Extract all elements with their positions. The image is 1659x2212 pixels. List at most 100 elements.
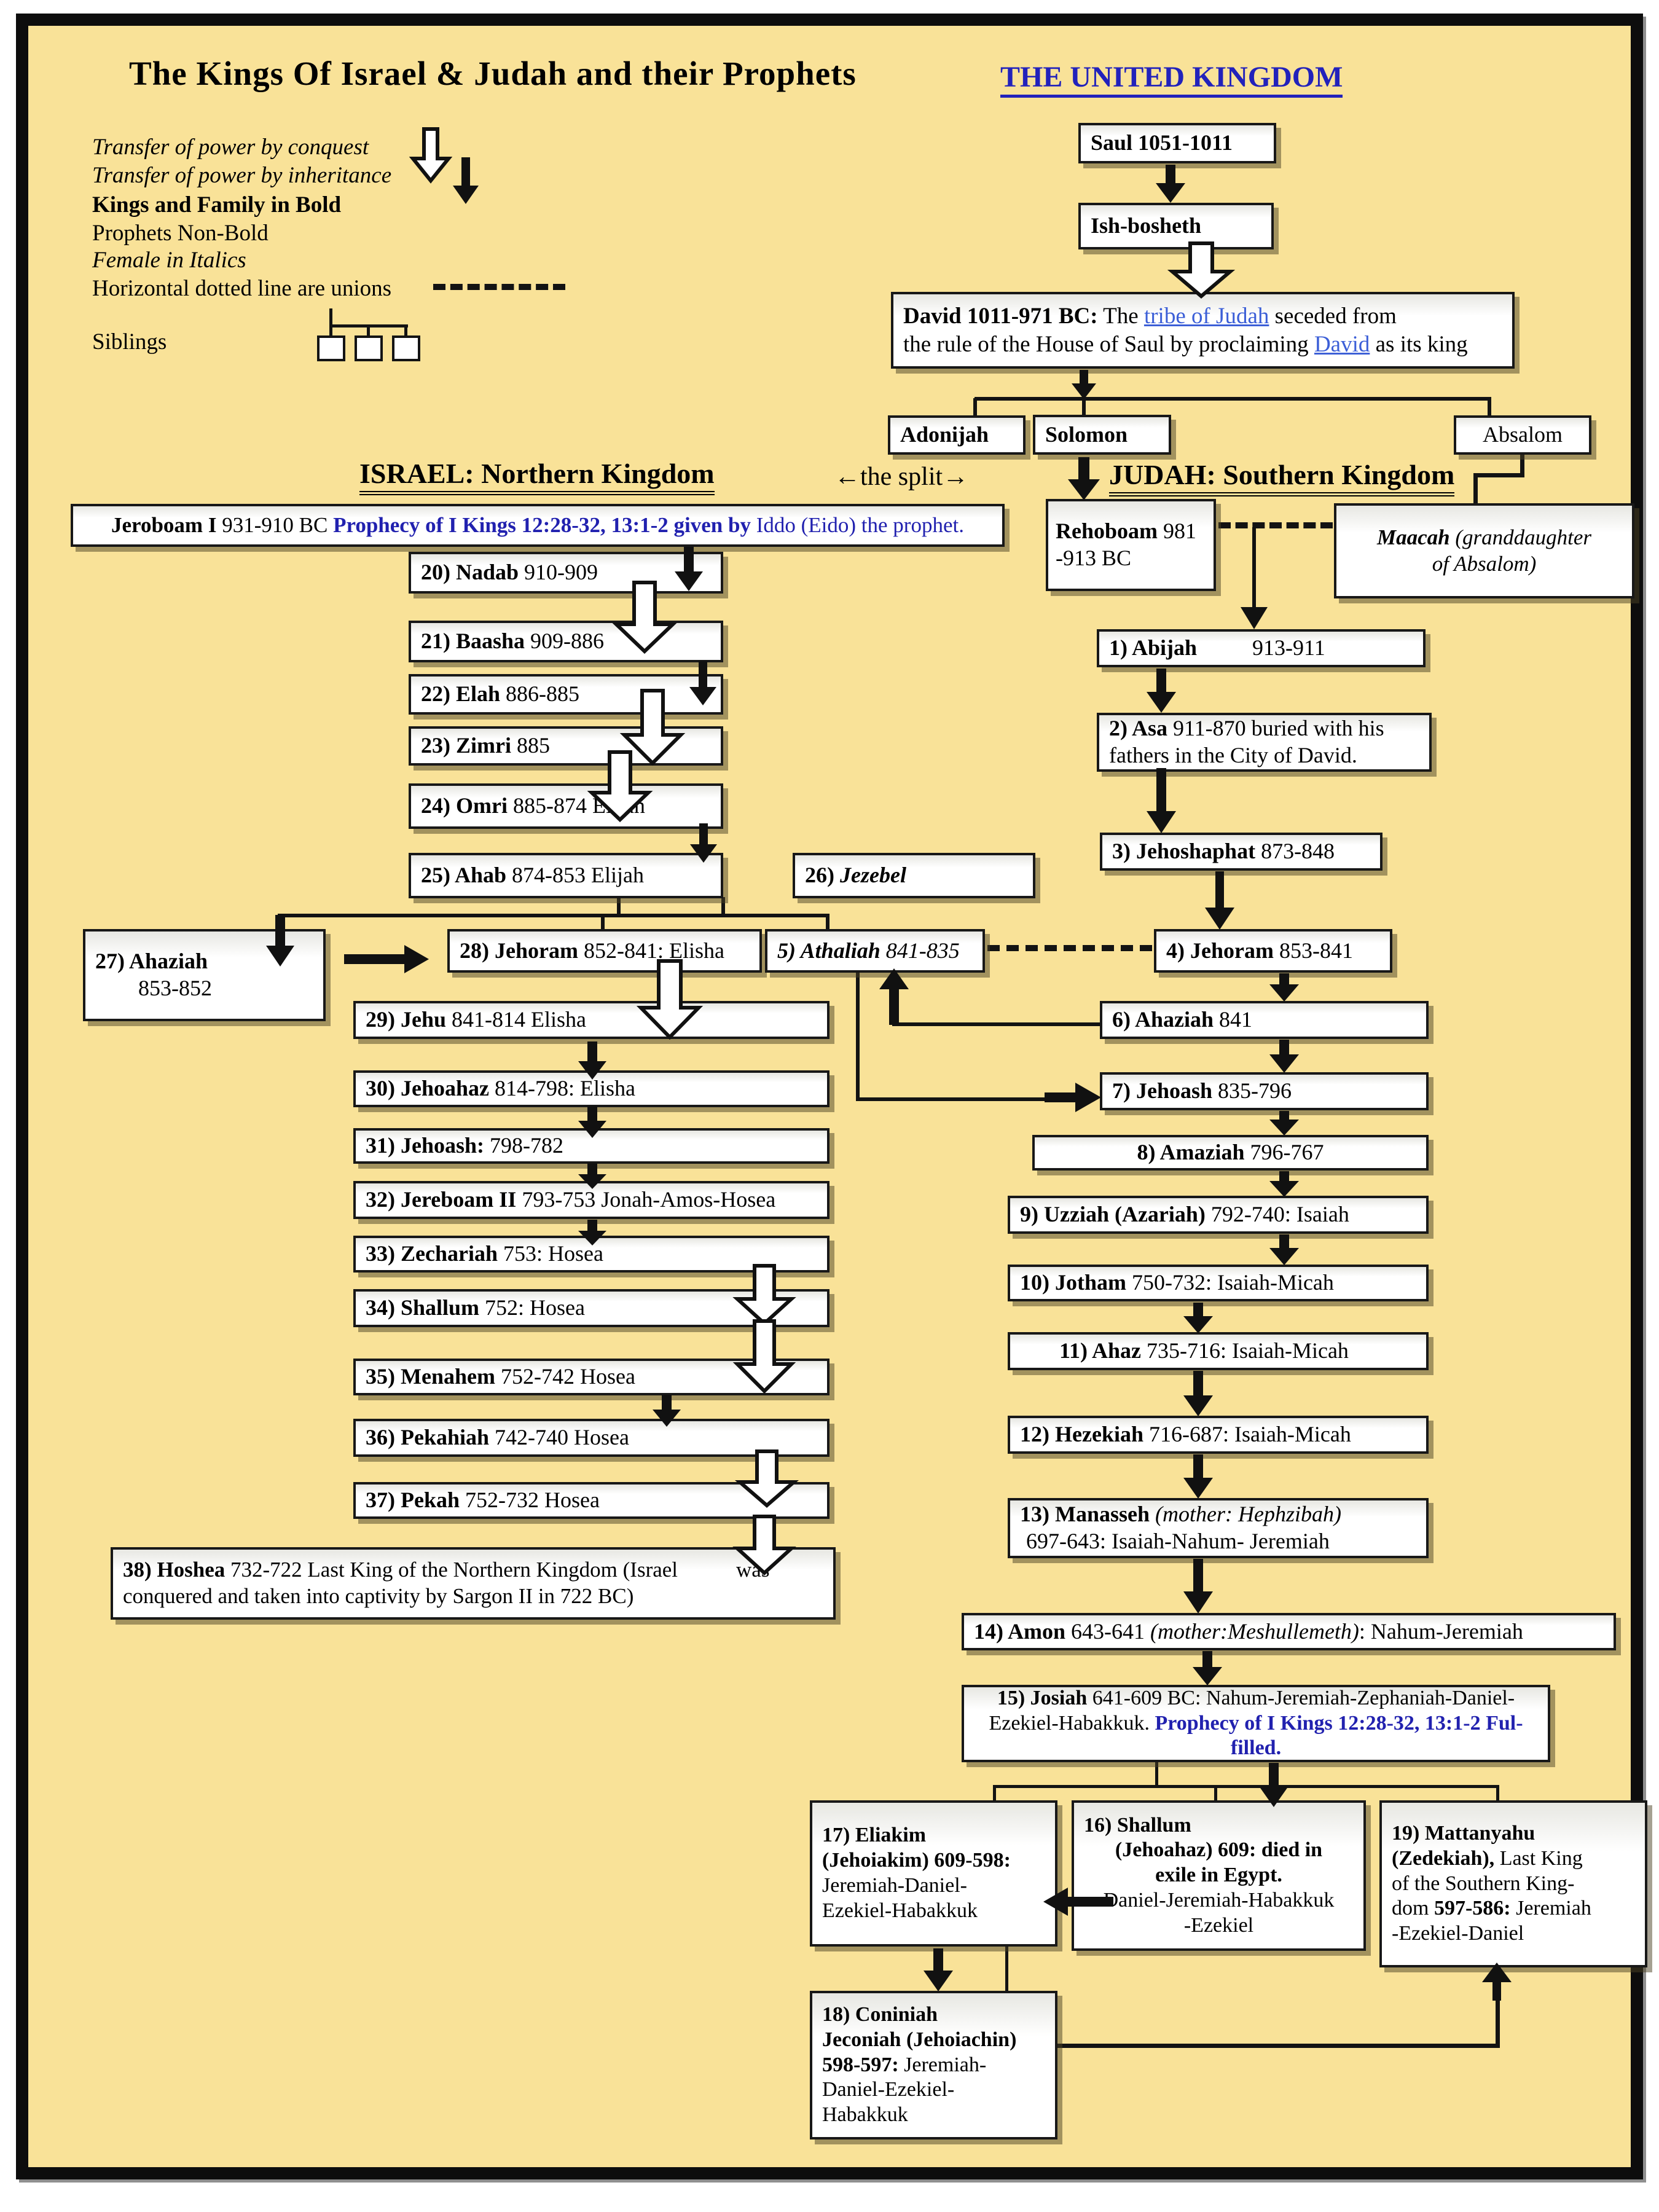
arrow-uzziah-to-jotham: [1269, 1234, 1299, 1265]
box-ahaziah-6: 6) Ahaziah 841: [1100, 1001, 1429, 1039]
box-mattanyahu-19: 19) Mattanyahu (Zedekiah), Last King of …: [1379, 1800, 1647, 1967]
legend-siblings: Siblings: [92, 329, 167, 355]
israel-header: ISRAEL: Northern Kingdom: [359, 457, 715, 495]
connector-line: [404, 324, 407, 338]
arrow-ishbosheth-to-david: [1167, 241, 1236, 299]
box-baasha: 21) Baasha 909-886: [409, 621, 723, 662]
sibling-box-icon: [317, 335, 345, 361]
arrow-ahaziah27-to-jehoram28: [344, 945, 429, 973]
arrow-menahem-to-pekahiah: [653, 1395, 681, 1427]
legend-prophets: Prophets Non-Bold: [92, 221, 269, 246]
connector-line: [973, 398, 977, 418]
legend-inheritance: Transfer of power by inheritance: [92, 163, 392, 188]
connector-line: [617, 897, 621, 915]
connector-line: [1473, 473, 1524, 477]
box-ahaz: 11) Ahaz 735-716: Isaiah-Micah: [1008, 1332, 1429, 1370]
box-josiah: 15) Josiah 641-609 BC: Nahum-Jeremiah-Ze…: [962, 1685, 1550, 1762]
box-manasseh: 13) Manasseh (mother: Hephzibah) 697-643…: [1008, 1498, 1429, 1558]
connector-line: [1005, 1947, 1008, 1992]
connector-line: [1214, 1785, 1217, 1802]
arrow-athaliah-to-jehoash7: [1045, 1083, 1101, 1112]
split-label: ←the split→: [834, 463, 969, 491]
box-jezebel: 26) Jezebel: [793, 853, 1035, 898]
legend-unions: Horizontal dotted line are unions: [92, 276, 392, 301]
arrow-jehoram4-to-ahaziah6: [1269, 973, 1299, 1002]
arrow-amaziah-to-uzziah: [1269, 1171, 1299, 1197]
connector-line: [1473, 473, 1478, 505]
box-jehoshaphat: 3) Jehoshaphat 873-848: [1100, 833, 1382, 871]
box-menahem: 35) Menahem 752-742 Hosea: [353, 1359, 830, 1395]
box-adonijah: Adonijah: [888, 415, 1026, 455]
arrow-josiah-to-shallum16: [1259, 1763, 1288, 1807]
connector-line: [1520, 455, 1524, 477]
arrow-jereboam2-to-zechariah: [578, 1220, 606, 1245]
tribe-of-judah-link[interactable]: tribe of Judah: [1143, 304, 1269, 329]
connector-line: [1057, 2044, 1500, 2048]
connector-line: [1488, 398, 1491, 418]
box-pekahiah: 36) Pekahiah 742-740 Hosea: [353, 1419, 830, 1457]
arrow-jehoash7-to-amaziah: [1269, 1111, 1299, 1135]
connector-line: [993, 1785, 996, 1802]
box-nadab: 20) Nadab 910-909: [409, 552, 723, 594]
box-coniniah-18: 18) Coniniah Jeconiah (Jehoiachin) 598-5…: [810, 1991, 1057, 2139]
arrow-eliakim-to-coniniah: [924, 1948, 953, 1991]
arrow-abijah-to-asa: [1147, 669, 1176, 713]
arrow-jehoram28-to-jehu: [636, 959, 704, 1040]
arrow-ahaziah6-to-jehoash7: [1269, 1040, 1299, 1073]
box-jotham: 10) Jotham 750-732: Isaiah-Micah: [1008, 1265, 1429, 1301]
box-jeroboam-i: Jeroboam I 931-910 BC Prophecy of I King…: [71, 504, 1005, 547]
box-jehoram-4: 4) Jehoram 853-841: [1154, 929, 1392, 973]
arrow-jotham-to-ahaz: [1183, 1303, 1213, 1333]
box-ish-bosheth: Ish-bosheth: [1078, 203, 1274, 249]
box-asa: 2) Asa 911-870 buried with his fathers i…: [1097, 713, 1432, 772]
connector-line: [1496, 1996, 1500, 2048]
box-hezekiah: 12) Hezekiah 716-687: Isaiah-Micah: [1008, 1416, 1429, 1454]
connector-line: [1082, 399, 1086, 416]
arrow-ahaz-to-hezekiah: [1183, 1371, 1213, 1416]
box-amaziah: 8) Amaziah 796-767: [1032, 1135, 1429, 1171]
connector-line: [367, 324, 370, 338]
box-absalom: Absalom: [1454, 415, 1591, 455]
connector-line: [993, 1785, 1499, 1788]
box-maacah: Maacah (granddaughter of Absalom): [1334, 503, 1634, 598]
connector-line: [1155, 1761, 1158, 1788]
connector-line: [892, 1022, 1101, 1026]
united-kingdom-heading: THE UNITED KINGDOM: [1000, 60, 1343, 98]
arrow-shallum34-to-menahem: [732, 1319, 796, 1394]
union-dashes-sample: [433, 284, 565, 290]
arrow-manasseh-to-amon: [1183, 1559, 1213, 1614]
arrow-solomon-to-rehoboam: [1068, 457, 1100, 500]
arrow-jehoahaz-to-jehoash31: [578, 1106, 606, 1138]
arrow-hezekiah-to-manasseh: [1183, 1454, 1213, 1499]
arrow-elah-to-zimri: [619, 689, 686, 766]
connector-line: [856, 1097, 1048, 1101]
legend-inheritance-arrow-icon: [453, 157, 479, 204]
connector-line: [975, 397, 1491, 401]
arrow-david-to-split: [1072, 370, 1096, 399]
arrow-coniniah-to-mattanyahu: [1482, 1963, 1512, 2001]
box-athaliah-5: 5) Athaliah 841-835: [765, 929, 985, 973]
david-link[interactable]: David: [1314, 331, 1370, 357]
box-saul: Saul 1051-1011: [1078, 123, 1276, 163]
box-amon: 14) Amon 643-641 (mother:Meshullemeth): …: [962, 1613, 1616, 1650]
box-elah: 22) Elah 886-885: [409, 674, 723, 715]
box-david: David 1011-971 BC: The tribe of Judah se…: [891, 292, 1515, 369]
page-title: The Kings Of Israel & Judah and their Pr…: [129, 55, 857, 92]
connector-line: [1496, 1785, 1499, 1802]
arrow-jehu-to-jehoahaz: [578, 1041, 606, 1080]
connector-line: [601, 915, 605, 931]
arrow-union-to-abijah: [1241, 527, 1268, 629]
connector-line: [721, 897, 725, 915]
arrow-zechariah-to-shallum34: [732, 1264, 796, 1327]
arrow-pekah-to-hoshea: [732, 1515, 796, 1576]
arrow-pekahiah-to-pekah: [734, 1449, 799, 1508]
arrow-shallum16-to-eliakim: [1043, 1888, 1113, 1916]
judah-header: JUDAH: Southern Kingdom: [1109, 458, 1455, 496]
sibling-box-icon: [392, 335, 420, 361]
sibling-box-icon: [355, 335, 383, 361]
arrow-union-to-ahaziah27: [266, 915, 294, 967]
union-dashes-rehoboam-maacah: [1218, 522, 1333, 528]
connector-line: [856, 966, 860, 1101]
arrow-jeroboam-to-nadab: [675, 547, 703, 591]
